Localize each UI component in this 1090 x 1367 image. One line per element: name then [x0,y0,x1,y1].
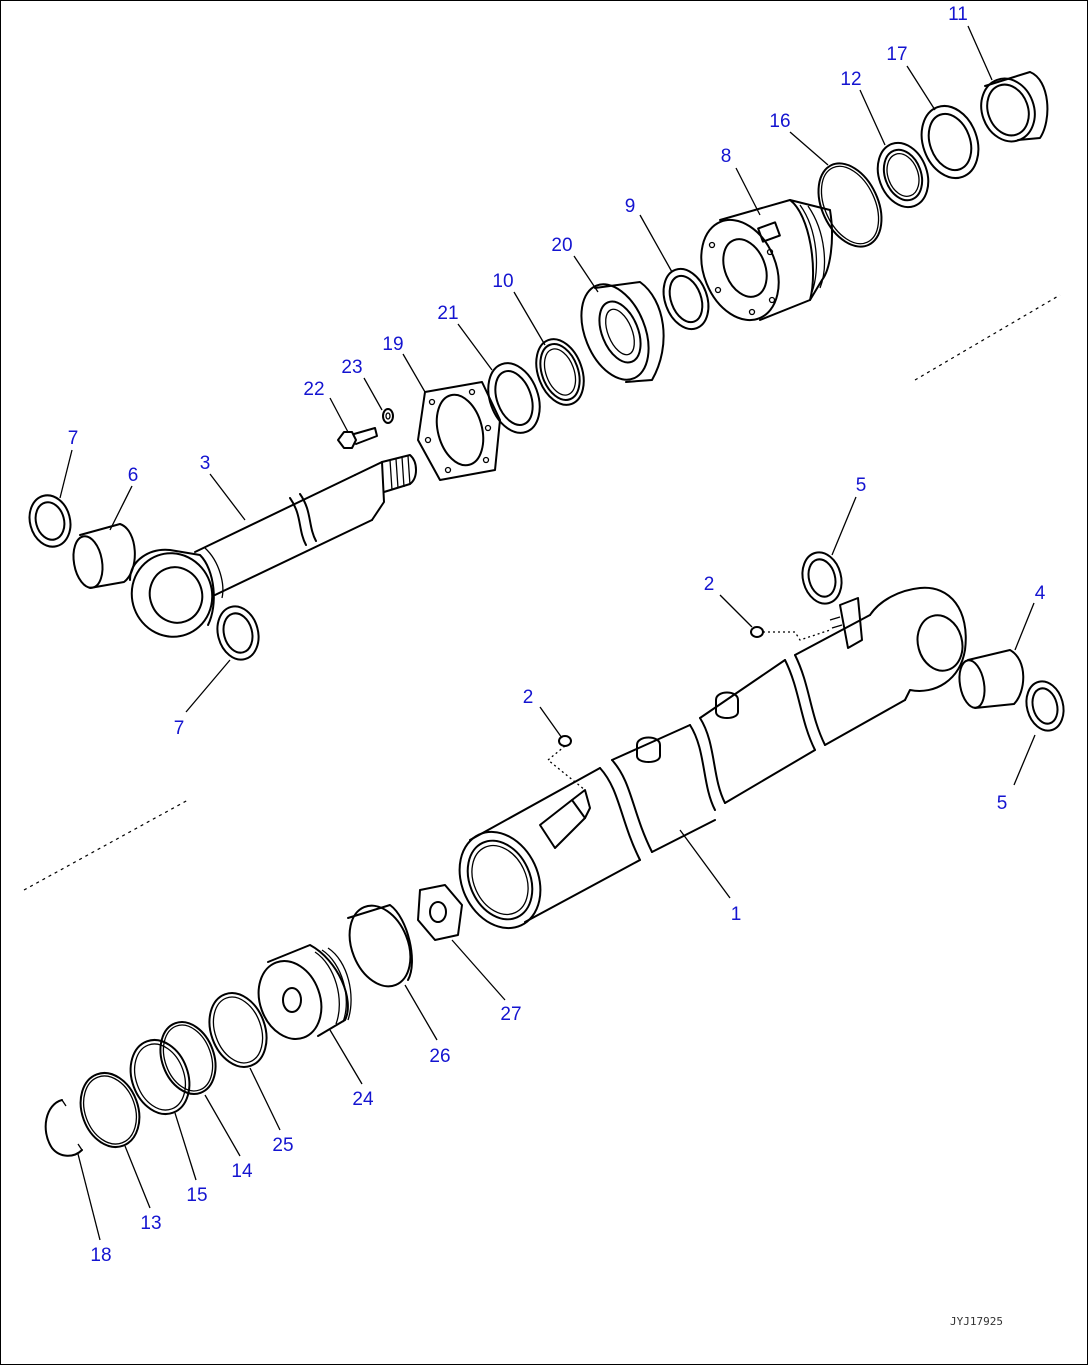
callout-9: 9 [625,196,636,217]
part-14-ring [159,1021,217,1095]
callout-2-upper: 2 [704,574,715,595]
callout-13: 13 [140,1213,161,1234]
callout-7-lower: 7 [174,718,185,739]
callout-1: 1 [731,904,742,925]
drawing-code: JYJ17925 [950,1315,1003,1328]
callout-10: 10 [492,271,513,292]
callout-24: 24 [352,1089,374,1110]
callout-16: 16 [769,111,790,132]
part-25-wear-ring [208,992,268,1068]
callout-15: 15 [186,1185,207,1206]
callout-labels: 11 17 12 16 8 9 20 10 21 19 23 22 7 6 3 … [68,4,1046,1266]
callout-11: 11 [948,4,968,25]
callout-4: 4 [1035,583,1046,604]
callout-14: 14 [231,1161,253,1182]
part-11-bushing [980,71,1049,143]
callout-25: 25 [272,1135,293,1156]
part-7-dust-seal-lower [216,605,260,661]
callout-7-upper: 7 [68,428,79,449]
part-6-bushing [72,523,136,589]
leader-lines [59,25,1036,1241]
part-27-nut [417,884,463,941]
callout-27: 27 [500,1004,521,1025]
callout-6: 6 [128,465,139,486]
part-2-grease-fitting-upper [750,626,831,641]
part-12-packing [876,141,930,209]
callout-22: 22 [303,379,324,400]
callout-2-lower: 2 [523,687,534,708]
part-4-bushing [958,649,1025,709]
callout-8: 8 [721,146,732,167]
part-9-buffer-ring [662,267,710,331]
part-18-snap-ring [44,1099,83,1157]
callout-5-upper: 5 [856,475,867,496]
callout-5-lower: 5 [997,793,1008,814]
part-20-collar [580,281,665,383]
part-1-cylinder-tube [458,586,967,930]
part-23-washer [382,408,394,424]
callout-20: 20 [551,235,572,256]
callout-12: 12 [840,69,861,90]
callout-21: 21 [437,303,458,324]
part-7-dust-seal-upper [28,494,72,548]
callout-18: 18 [90,1245,111,1266]
callout-3: 3 [200,453,211,474]
center-axis-lines [23,294,1061,891]
callout-23: 23 [341,357,362,378]
part-19-plate [417,381,501,481]
part-5-dust-seal-upper [801,551,843,605]
part-16-o-ring [817,162,883,248]
part-24-piston [257,944,352,1040]
part-26-spacer [347,904,413,988]
part-15-ring [129,1039,191,1115]
part-8-cylinder-head [700,199,833,322]
part-3-piston-rod [129,454,417,638]
part-22-bolt [337,427,378,449]
part-13-ring [79,1072,141,1148]
part-10-rod-packing [535,338,585,406]
callout-19: 19 [382,334,403,355]
part-17-ring [920,105,980,179]
part-2-grease-fitting-lower [546,735,586,791]
callout-26: 26 [429,1046,450,1067]
part-21-dust-seal [487,362,541,434]
callout-17: 17 [886,44,907,65]
part-5-dust-seal-lower [1025,680,1065,732]
